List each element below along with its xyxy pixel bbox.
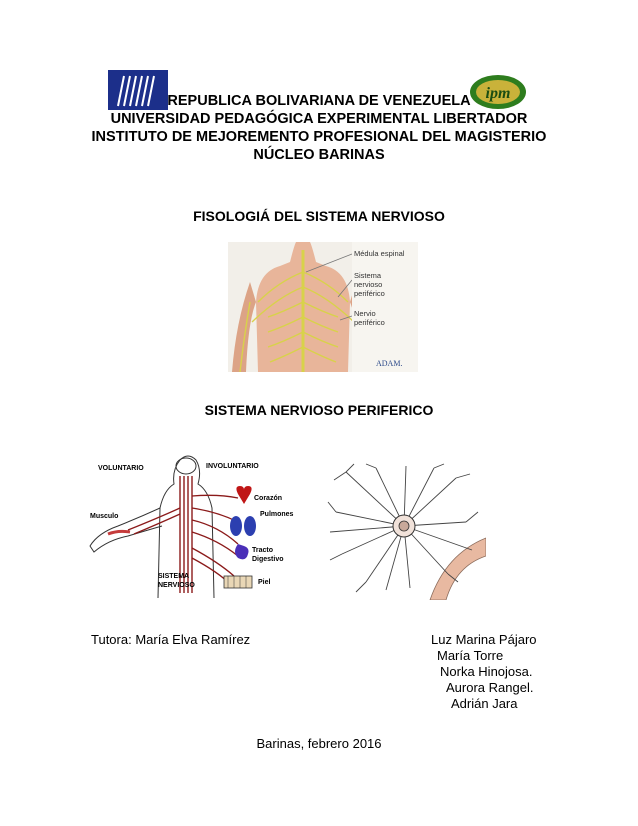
label-tracto: Tracto [252,547,273,554]
svg-text:periférico: periférico [354,318,385,327]
label-piel: Piel [258,579,271,586]
author-4: Aurora Rangel. [446,680,534,695]
svg-text:Sistema: Sistema [354,271,382,280]
section-subtitle: SISTEMA NERVIOSO PERIFERICO [204,402,434,418]
header-line-3: INSTITUTO DE MEJOREMENTO PROFESIONAL DEL… [91,129,547,145]
header-line-4: NÚCLEO BARINAS [253,147,385,163]
label-pulmones: Pulmones [260,511,294,518]
voluntary-involuntary-diagram: VOLUNTARIO INVOLUNTARIO Corazón Pulmones… [88,448,298,600]
torso-nervous-system-figure: Médula espinal Sistema nervioso periféri… [228,242,418,373]
label-musculo: Musculo [90,513,118,520]
label-digestivo: Digestivo [252,556,284,563]
label-corazon: Corazón [254,495,282,502]
label-voluntario: VOLUNTARIO [98,465,144,472]
place-date: Barinas, febrero 2016 [256,736,382,751]
author-3: Norka Hinojosa. [440,664,533,679]
document-title: FISOLOGIÁ DEL SISTEMA NERVIOSO [193,208,445,224]
author-5: Adrián Jara [451,696,518,711]
label-involuntario: INVOLUNTARIO [206,463,259,470]
label-nervioso: NERVIOSO [158,582,195,589]
svg-text:nervioso: nervioso [354,280,382,289]
upel-logo [108,70,168,110]
header-line-1: REPUBLICA BOLIVARIANA DE VENEZUELA [167,93,471,109]
author-1: Luz Marina Pájaro [431,632,537,647]
neuron-figure [326,462,487,601]
svg-text:periférico: periférico [354,289,385,298]
ipm-logo: ipm [468,72,528,112]
author-2: María Torre [437,648,504,663]
header-line-2: UNIVERSIDAD PEDAGÓGICA EXPERIMENTAL LIBE… [110,111,528,127]
svg-text:Nervio: Nervio [354,309,376,318]
tutor-line: Tutora: María Elva Ramírez [91,632,251,647]
label-sistema: SISTEMA [158,573,189,580]
ipm-logo-text: ipm [486,85,511,102]
label-medula-espinal: Médula espinal [354,249,405,258]
adam-credit: ADAM. [376,359,402,368]
